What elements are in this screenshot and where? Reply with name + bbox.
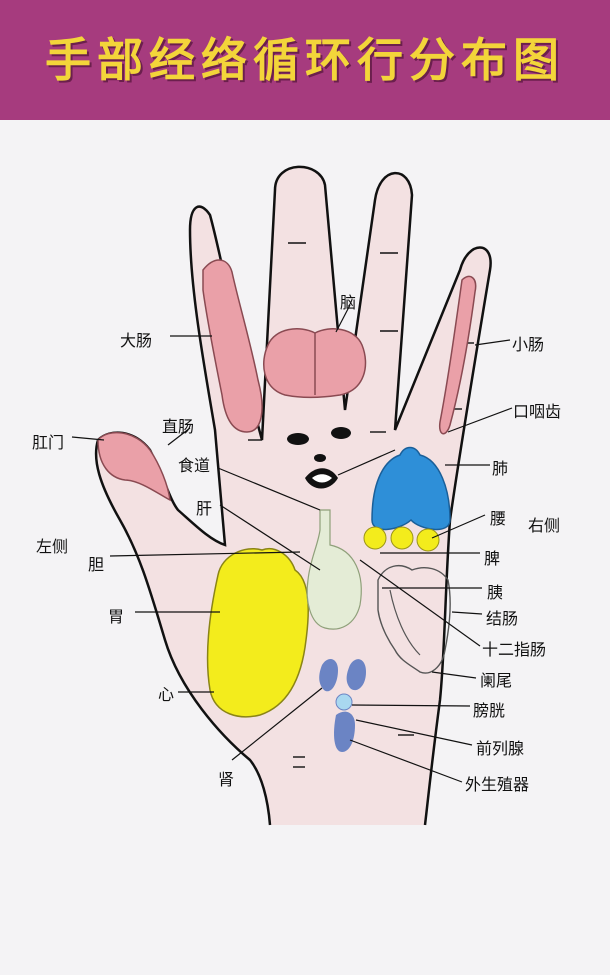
leader-lines — [71, 304, 513, 783]
title-banner — [0, 0, 610, 120]
kidney-organ-right — [346, 659, 366, 691]
label-small-intestine: 小肠 — [512, 335, 545, 354]
waist-left — [363, 526, 387, 550]
label-lung: 肺 — [492, 459, 509, 478]
label-pancreas: 胰 — [487, 583, 504, 602]
nose — [314, 454, 326, 462]
lung-organ — [371, 446, 451, 531]
label-duodenum: 十二指肠 — [482, 640, 547, 659]
label-left-side: 左侧 — [36, 537, 69, 556]
small-intestine-organ — [438, 275, 477, 435]
stomach-organ — [306, 509, 362, 630]
label-bladder: 膀胱 — [473, 701, 506, 720]
kidney-organ-left — [319, 658, 338, 692]
label-prostate: 前列腺 — [476, 739, 525, 758]
label-waist: 腰 — [490, 509, 507, 528]
rectum-organ — [97, 431, 171, 502]
label-rectum: 直肠 — [162, 417, 195, 436]
waist-middle — [390, 526, 414, 550]
label-spleen: 脾 — [484, 549, 501, 568]
heart-organ — [206, 548, 310, 718]
label-liver: 肝 — [196, 499, 213, 518]
label-colon: 结肠 — [486, 609, 519, 628]
hand-diagram — [71, 165, 513, 826]
label-right-side: 右侧 — [528, 516, 561, 535]
label-stomach: 胃 — [108, 607, 125, 626]
label-brain: 脑 — [340, 293, 357, 312]
label-gallbladder: 胆 — [88, 555, 105, 574]
label-esophagus: 食道 — [178, 456, 211, 475]
label-large-intestine: 大肠 — [120, 331, 153, 350]
prostate-organ — [334, 711, 355, 752]
large-intestine-organ — [202, 259, 263, 433]
bladder-organ — [335, 693, 353, 711]
label-heart: 心 — [158, 685, 175, 704]
page-title: 手部经络循环行分布图 — [45, 33, 565, 87]
label-anus: 肛门 — [32, 433, 65, 452]
left-eye — [287, 433, 309, 445]
label-kidney: 肾 — [218, 770, 235, 789]
colon-organ — [377, 564, 451, 674]
right-eye — [331, 427, 351, 439]
label-mouth-throat-teeth: 口咽齿 — [513, 402, 562, 421]
waist-right — [416, 528, 440, 552]
label-genitals: 外生殖器 — [465, 775, 530, 794]
label-appendix: 阑尾 — [480, 671, 513, 690]
